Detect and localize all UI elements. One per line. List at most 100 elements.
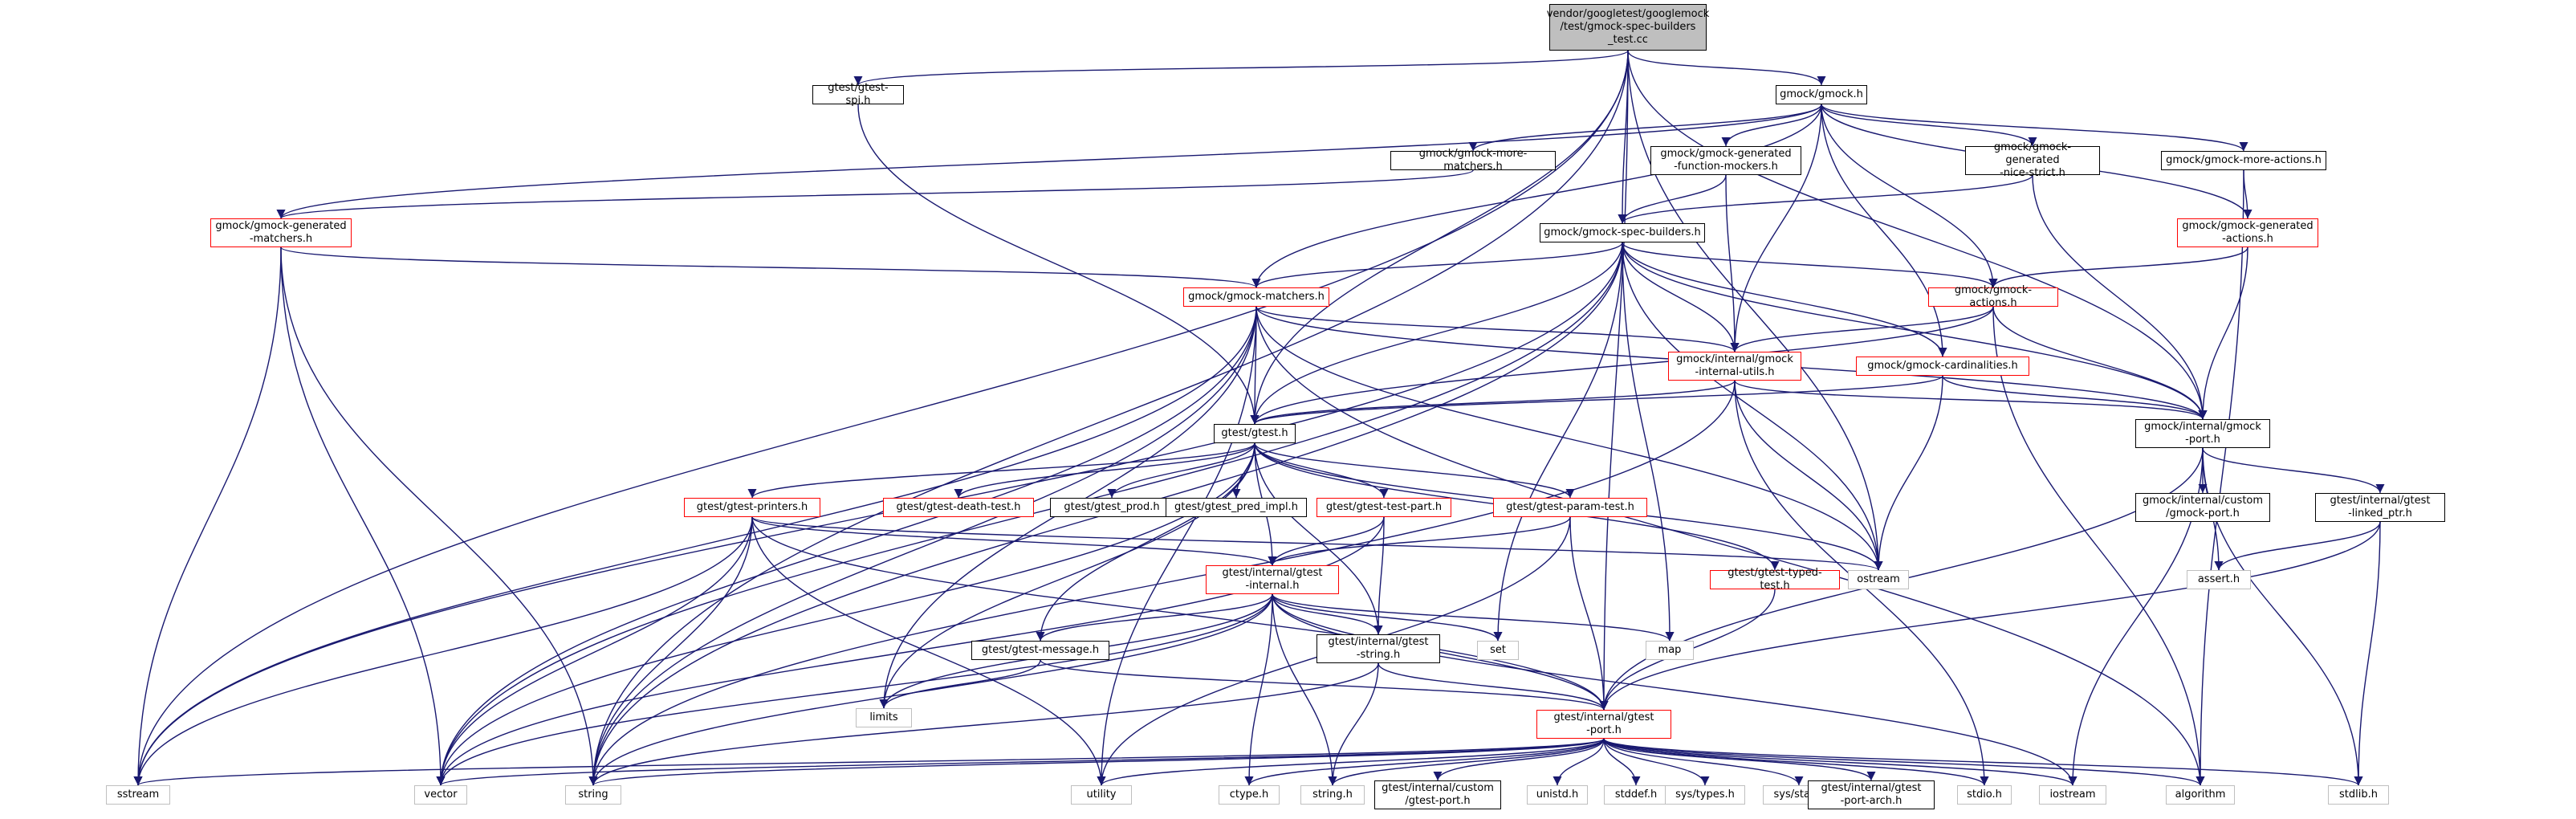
include-edge-gm_actions-to-algorithm [1992,306,2205,786]
node-gtest[interactable]: gtest/gtest.h [1214,424,1296,443]
node-stddef-h: stddef.h [1604,785,1668,805]
node-gtest-printers[interactable]: gtest/gtest-printers.h [684,498,820,517]
node-gmock-more-actions[interactable]: gmock/gmock-more-actions.h [2161,151,2326,170]
include-edge-gm_actions-to-gtest [1250,306,1994,425]
node-gmock-more-matchers[interactable]: gmock/gmock-more-matchers.h [1390,148,1556,173]
node-algorithm: algorithm [2166,785,2235,805]
include-edge-gt_port-to-sys_stat_h [1603,738,1804,786]
node-limits: limits [856,708,912,727]
node-gmock-port[interactable]: gmock/internal/gmock -port.h [2135,419,2270,448]
include-edge-gt_string-to-string [588,662,1379,786]
include-edge-gt_port-to-utility [1097,738,1605,786]
node-utility: utility [1071,785,1132,805]
node-sstream: sstream [106,785,170,805]
include-edge-root-to-ostream [1627,50,1883,571]
include-edge-gt_port-to-stdlib_h [1603,738,2363,786]
include-edge-gmock-to-gm_more_matchers [1468,104,1822,152]
node-gmock-spec-builders[interactable]: gmock/gmock-spec-builders.h [1540,223,1705,242]
node-ostream: ostream [1848,570,1909,589]
node-gtest-death-test[interactable]: gtest/gtest-death-test.h [883,498,1034,517]
include-edge-gt_port-to-sys_types_h [1603,738,1710,786]
include-edge-gm_internal_utils-to-gm_port [1734,380,2208,420]
include-edge-gt_linked_ptr-to-stdlib_h [2354,521,2381,786]
include-edge-gm_gen_nice_strict-to-gm_port [2032,174,2208,420]
include-edge-gt_printers-to-vector [436,516,753,786]
node-gtest-message[interactable]: gtest/gtest-message.h [971,641,1109,660]
include-edge-gt_internal-to-set [1272,593,1503,642]
node-unistd-h: unistd.h [1527,785,1588,805]
node-sys-types-h: sys/types.h [1665,785,1745,805]
node-iostream: iostream [2039,785,2106,805]
node-string: string [565,785,621,805]
include-edge-gt_internal-to-iostream [1272,593,2077,786]
node-gtest-port[interactable]: gtest/internal/gtest -port.h [1536,710,1671,739]
include-edge-gt_message-to-gt_port [1040,659,1609,711]
node-root-test-file: vendor/googletest/googlemock /test/gmock… [1547,4,1709,51]
node-gmock-generated-nice-strict[interactable]: gmock/gmock-generated -nice-strict.h [1965,141,2100,179]
node-gmock-actions[interactable]: gmock/gmock-actions.h [1928,284,2058,309]
include-edge-gtest-to-gt_string [1254,442,1383,635]
node-gmock-generated-actions[interactable]: gmock/gmock-generated -actions.h [2177,218,2318,247]
include-edge-root-to-gtest_spi [853,50,1629,86]
include-edge-gt_linked_ptr-to-gt_port [1599,521,2381,711]
include-edge-gt_printers-to-sstream [133,516,753,786]
node-gmock-generated-function-mockers[interactable]: gmock/gmock-generated -function-mockers.… [1650,146,1801,175]
include-edge-gmock-to-gm_internal_utils [1730,104,1822,352]
node-gtest-param-test[interactable]: gtest/gtest-param-test.h [1493,498,1647,517]
include-edge-gm_gen_nice_strict-to-gm_spec_builders [1618,174,2033,224]
include-edge-gm_more_matchers-to-gm_gen_matchers [276,169,1474,219]
node-ctype-h: ctype.h [1219,785,1280,805]
include-edge-gm_actions-to-gm_internal_utils [1730,306,1994,352]
include-edge-gt_printers-to-gt_internal [751,516,1277,566]
include-edge-gt_test_part-to-vector [436,516,1385,786]
include-edge-gmock-to-gm_matchers [1251,104,1822,288]
include-edge-gtest-to-gt_param_test [1254,442,1575,499]
include-edge-gtest-to-gt_prod [1107,442,1255,499]
node-gtest-spi[interactable]: gtest/gtest-spi.h [812,82,904,107]
node-gmock[interactable]: gmock/gmock.h [1776,85,1867,104]
include-edge-root-to-sstream [133,50,1629,786]
include-edge-gm_spec_builders-to-gm_cardinalities [1622,242,1947,357]
include-edge-gm_spec_builders-to-map [1622,242,1675,642]
include-edge-gt_linked_ptr-to-assert_h [2214,521,2381,571]
include-edge-gt_internal-to-map [1272,593,1675,642]
node-gtest-linked-ptr[interactable]: gtest/internal/gtest -linked_ptr.h [2315,493,2445,522]
node-gmock-custom-port[interactable]: gmock/internal/custom /gmock-port.h [2135,493,2270,522]
include-edge-gm_internal_utils-to-string [588,380,1736,786]
node-gmock-cardinalities[interactable]: gmock/gmock-cardinalities.h [1856,357,2029,376]
node-gtest-test-part[interactable]: gtest/gtest-test-part.h [1316,498,1451,517]
node-gtest-internal[interactable]: gtest/internal/gtest -internal.h [1206,565,1339,594]
include-edge-gm_actions-to-gm_port [1992,306,2208,420]
include-edge-gmock-to-gm_more_actions [1821,104,2248,152]
include-edge-gmock-to-gm_gen_nice_strict [1821,104,2037,147]
node-gtest-typed-test[interactable]: gtest/gtest-typed-test.h [1710,567,1840,592]
node-stdio-h: stdio.h [1957,785,2012,805]
node-gtest-prod[interactable]: gtest/gtest_prod.h [1050,498,1174,517]
include-edge-gm_matchers-to-ostream [1255,306,1883,571]
include-edge-gt_port-to-string [588,738,1605,786]
include-edge-root-to-gm_port [1627,50,2208,420]
include-edge-gt_printers-to-gt_port [751,516,1609,711]
include-edge-gm_matchers-to-string [588,306,1257,786]
include-edge-root-to-gmock [1627,50,1826,86]
include-edge-gmock-to-gm_actions [1821,104,1998,288]
include-edge-gt_port-to-gt_custom_port [1433,738,1605,781]
node-gtest-pred-impl[interactable]: gtest/gtest_pred_impl.h [1166,498,1307,517]
node-gmock-generated-matchers[interactable]: gmock/gmock-generated -matchers.h [210,218,352,247]
node-gmock-matchers[interactable]: gmock/gmock-matchers.h [1183,287,1329,307]
include-edge-gtest-to-limits [879,442,1255,709]
include-edge-gmock-to-gm_cardinalities [1821,104,1947,357]
include-edge-gm_gen_matchers-to-vector [280,247,446,786]
include-edge-gm_matchers-to-algorithm [1255,306,2205,786]
node-gtest-custom-port[interactable]: gtest/internal/custom /gtest-port.h [1374,780,1501,809]
node-gmock-internal-utils[interactable]: gmock/internal/gmock -internal-utils.h [1668,352,1801,381]
include-edge-gm_spec_builders-to-gm_port [1622,242,2208,420]
include-edge-gm_gen_actions-to-gm_actions [1988,247,2248,288]
include-edge-gt_port-to-stdio_h [1603,738,1989,786]
node-gtest-port-arch[interactable]: gtest/internal/gtest -port-arch.h [1808,780,1935,809]
include-edge-gt_port-to-stddef_h [1603,738,1641,786]
include-edge-gtest-to-gt_message [1036,442,1255,642]
node-gtest-string[interactable]: gtest/internal/gtest -string.h [1316,634,1440,663]
include-edge-gm_gen_matchers-to-string [280,247,598,786]
